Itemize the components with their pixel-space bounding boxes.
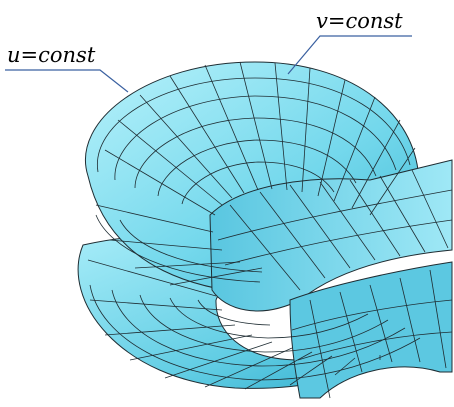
mesh-sheet-lines: [217, 169, 453, 399]
surface-inner-sheet: [209, 159, 453, 312]
mesh-u-lines: [87, 61, 416, 390]
mesh-v-lines: [89, 77, 421, 381]
v-label-leader: [287, 35, 412, 75]
label-leaders: [5, 35, 412, 93]
u-label-leader: [5, 69, 129, 93]
u-const-label: u=const: [7, 43, 96, 67]
surface-front-sheet: [289, 261, 453, 399]
v-const-label: v=const: [316, 9, 403, 33]
